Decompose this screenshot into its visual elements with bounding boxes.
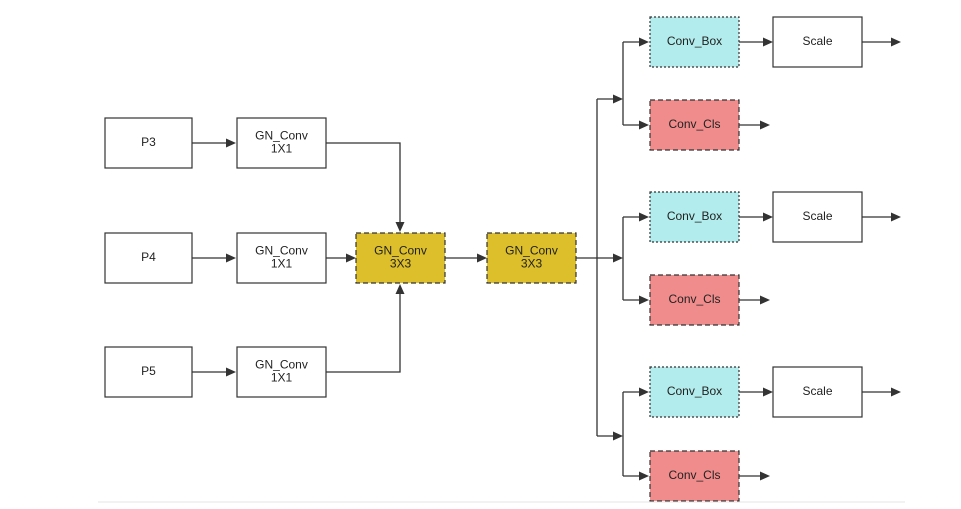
node-box2-label-0: Conv_Box	[667, 209, 722, 223]
node-scale3-box	[772, 366, 863, 418]
node-cls1-label-0: Conv_Cls	[668, 117, 720, 131]
node-gn1-box	[236, 117, 327, 169]
node-scale1: Scale	[772, 16, 863, 68]
node-gn3-label-0: GN_Conv	[255, 358, 308, 372]
edge-gn1-gn33a	[326, 142, 405, 232]
edge-p5-gn3	[192, 367, 236, 377]
node-cls1-box	[649, 99, 740, 151]
node-box2-box	[649, 191, 740, 243]
nodes-layer: P3P4P5GN_Conv1X1GN_Conv1X1GN_Conv1X1GN_C…	[104, 16, 863, 502]
node-gn2-label-0: GN_Conv	[255, 244, 308, 258]
edge-gn33b-spine	[576, 94, 623, 441]
node-gn33a-box	[355, 232, 446, 284]
node-gn3-label-1: 1X1	[271, 371, 293, 385]
node-box3-label-0: Conv_Box	[667, 384, 722, 398]
edge-gn2-gn33a	[326, 253, 356, 263]
edge-scale2-output	[862, 212, 901, 222]
node-cls1: Conv_Cls	[649, 99, 740, 151]
node-box1-label-0: Conv_Box	[667, 34, 722, 48]
node-scale2: Scale	[772, 191, 863, 243]
node-p3-box	[104, 117, 193, 169]
edge-spine-group3	[622, 387, 649, 481]
edge-box3-scale3	[739, 387, 773, 397]
node-gn33b-label-0: GN_Conv	[505, 244, 558, 258]
node-box1: Conv_Box	[649, 16, 740, 68]
node-p3-label-0: P3	[141, 135, 156, 149]
node-p4: P4	[104, 232, 193, 284]
node-gn33b-label-1: 3X3	[521, 257, 543, 271]
node-gn2-label-1: 1X1	[271, 257, 293, 271]
node-scale3: Scale	[772, 366, 863, 418]
edge-cls3-output	[739, 471, 770, 481]
edge-cls2-output	[739, 295, 770, 305]
node-cls2: Conv_Cls	[649, 274, 740, 326]
node-scale2-label-0: Scale	[802, 209, 832, 223]
node-p5: P5	[104, 346, 193, 398]
node-cls2-box	[649, 274, 740, 326]
node-cls2-label-0: Conv_Cls	[668, 292, 720, 306]
node-p5-label-0: P5	[141, 364, 156, 378]
node-p4-label-0: P4	[141, 250, 156, 264]
edges-layer	[192, 37, 901, 481]
node-gn1-label-0: GN_Conv	[255, 129, 308, 143]
node-box3: Conv_Box	[649, 366, 740, 418]
node-box3-box	[649, 366, 740, 418]
node-scale3-label-0: Scale	[802, 384, 832, 398]
edge-box2-scale2	[739, 212, 773, 222]
edge-box1-scale1	[739, 37, 773, 47]
node-gn33b-box	[486, 232, 577, 284]
node-gn2-box	[236, 232, 327, 284]
edge-p4-gn2	[192, 253, 236, 263]
edge-spine-group2	[622, 212, 649, 305]
node-scale1-box	[772, 16, 863, 68]
node-p3: P3	[104, 117, 193, 169]
node-box2: Conv_Box	[649, 191, 740, 243]
node-scale1-label-0: Scale	[802, 34, 832, 48]
edge-gn3-gn33a	[326, 284, 405, 373]
node-gn33a-label-0: GN_Conv	[374, 244, 427, 258]
edge-p3-gn1	[192, 138, 236, 148]
node-gn3-box	[236, 346, 327, 398]
node-box1-box	[649, 16, 740, 68]
node-p4-box	[104, 232, 193, 284]
node-cls3-box	[649, 450, 740, 502]
edge-gn33a-gn33b	[445, 253, 487, 263]
node-cls3-label-0: Conv_Cls	[668, 468, 720, 482]
edge-cls1-output	[739, 120, 770, 130]
edge-spine-group1	[622, 37, 649, 130]
node-scale2-box	[772, 191, 863, 243]
node-gn1-label-1: 1X1	[271, 142, 293, 156]
edge-scale3-output	[862, 387, 901, 397]
node-p5-box	[104, 346, 193, 398]
node-gn33a-label-1: 3X3	[390, 257, 412, 271]
node-cls3: Conv_Cls	[649, 450, 740, 502]
edge-scale1-output	[862, 37, 901, 47]
